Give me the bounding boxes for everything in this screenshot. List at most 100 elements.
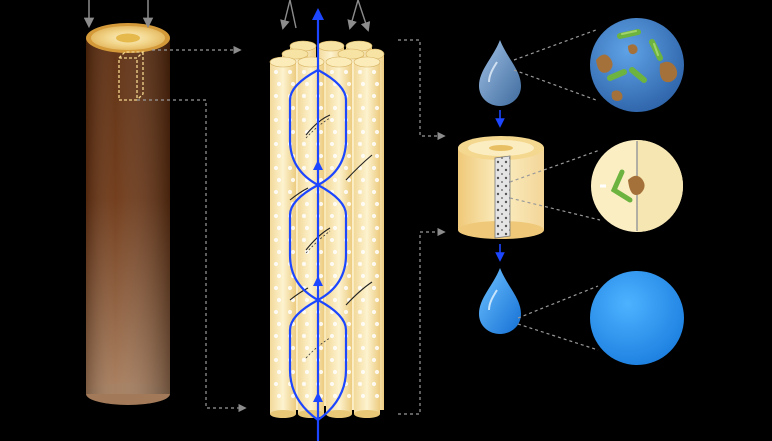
vessel-pit <box>360 225 366 231</box>
vessel-pit <box>357 141 363 147</box>
vessel-pit <box>329 117 335 123</box>
vessel-pit <box>276 105 282 111</box>
zoom-lines <box>509 29 601 351</box>
dirty-water-drop <box>479 40 521 106</box>
vessel-pit <box>374 129 380 135</box>
vessel-pit <box>276 225 282 231</box>
vessel-pit <box>287 285 293 291</box>
vessel-pit <box>329 333 335 339</box>
vessel-pit <box>318 273 324 279</box>
vessel-pit <box>346 249 352 255</box>
vessel-pit <box>318 321 324 327</box>
vessel-pit <box>371 141 377 147</box>
vessel-pit <box>301 381 307 387</box>
vessel-pit <box>318 177 324 183</box>
vessel-pit <box>304 345 310 351</box>
vessel-pit <box>346 393 352 399</box>
vessel-pit <box>290 81 296 87</box>
pit-membrane-strip <box>494 155 511 239</box>
vessel-pit <box>329 93 335 99</box>
vessel-pit <box>371 357 377 363</box>
vessel-pit <box>332 249 338 255</box>
vessel-pit <box>371 237 377 243</box>
vessel-pit <box>304 81 310 87</box>
vessel-pit <box>374 249 380 255</box>
vessel-pit <box>360 129 366 135</box>
particle-icon <box>596 44 678 101</box>
vessel-pit <box>276 201 282 207</box>
vessel-pit <box>318 369 324 375</box>
vessel-pit <box>343 69 349 75</box>
vessel-pit <box>332 321 338 327</box>
vessel-pit <box>329 141 335 147</box>
vessel-pit <box>374 153 380 159</box>
vessel-pit <box>304 105 310 111</box>
vessel-pit <box>357 357 363 363</box>
vessel-pit <box>360 321 366 327</box>
tree-trunk <box>86 23 170 405</box>
vessel-pit <box>357 309 363 315</box>
vessel-pit <box>332 273 338 279</box>
bundle-input-arrows <box>280 0 371 32</box>
vessel-pit <box>290 225 296 231</box>
vessel-pit <box>346 225 352 231</box>
vessel-pit <box>276 153 282 159</box>
vessel-pit <box>301 141 307 147</box>
vessel-pit <box>360 273 366 279</box>
vessel-pit <box>304 273 310 279</box>
vessel-pit <box>374 177 380 183</box>
vessel-pit <box>304 297 310 303</box>
vessel-pit <box>304 153 310 159</box>
vessel-pit <box>374 105 380 111</box>
vessel-pit <box>346 153 352 159</box>
vessel-pit <box>346 321 352 327</box>
vessel-pit <box>301 69 307 75</box>
vessel-pit <box>371 333 377 339</box>
vessel-pit <box>371 285 377 291</box>
clean-water-drop <box>479 268 521 334</box>
vessel-pit <box>371 69 377 75</box>
vessel-pit <box>329 357 335 363</box>
vessel-pit <box>329 381 335 387</box>
vessel-pit <box>374 273 380 279</box>
vessel-pit <box>276 177 282 183</box>
vessel-pit <box>329 165 335 171</box>
vessel-pit <box>304 321 310 327</box>
vessel-pit <box>318 129 324 135</box>
vessel-pit <box>374 81 380 87</box>
vessel-pit <box>276 129 282 135</box>
vessel-pit <box>301 357 307 363</box>
vessel-pit <box>343 285 349 291</box>
vessel-pit <box>273 333 279 339</box>
vessel-pit <box>273 189 279 195</box>
vessel-pit <box>374 369 380 375</box>
vessel-pit <box>357 237 363 243</box>
trapped-bacteria-icon <box>610 169 633 203</box>
vessel-pit <box>346 345 352 351</box>
vessel-pit <box>360 297 366 303</box>
water-flow-path <box>288 20 348 441</box>
vessel-pit <box>357 381 363 387</box>
vessel-pit <box>357 69 363 75</box>
vessel-pit <box>273 93 279 99</box>
vessel-pit <box>301 333 307 339</box>
vessel-pit <box>360 345 366 351</box>
vessel-pit <box>290 129 296 135</box>
vessel-pit <box>287 309 293 315</box>
vessel-pit <box>371 381 377 387</box>
vessel-pit <box>304 201 310 207</box>
vessel-pit <box>329 69 335 75</box>
vessel-pit <box>332 345 338 351</box>
vessel-pit <box>371 117 377 123</box>
vessel-pit <box>301 237 307 243</box>
vessel-pit <box>329 261 335 267</box>
vessel-pit <box>276 321 282 327</box>
vessel-pit <box>332 201 338 207</box>
vessel-pit <box>374 345 380 351</box>
trapped-particle-icon <box>628 175 645 196</box>
vessel-pit <box>290 105 296 111</box>
vessel-pit <box>290 249 296 255</box>
vessel-pit <box>374 201 380 207</box>
vessel-pit <box>360 369 366 375</box>
vessel-pit <box>329 237 335 243</box>
